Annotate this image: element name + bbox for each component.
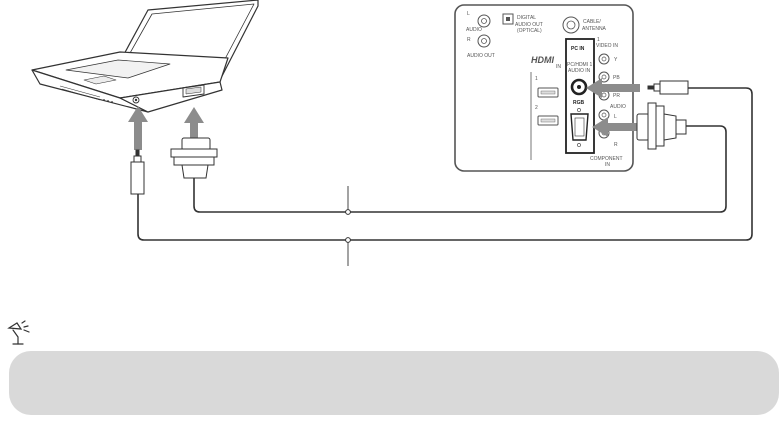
tv-terminal-panel: L AUDIO R AUDIO OUT DIGITAL AUDIO OUT (O…: [454, 4, 634, 172]
label-comp-audio: AUDIO: [610, 104, 626, 110]
mini-plug-icon: [130, 149, 145, 195]
label-audio-l: L: [467, 11, 470, 17]
label-video-in-1: 1: [597, 37, 600, 43]
label-hdmi-1: 1: [535, 76, 538, 82]
callout-dot: [345, 209, 351, 215]
label-hdmi: HDMI: [531, 55, 554, 65]
lamp-tip-icon: [7, 320, 30, 345]
label-comp-pb: PB: [613, 75, 620, 81]
label-audio: AUDIO: [466, 27, 482, 33]
label-audio-out: AUDIO OUT: [467, 53, 495, 59]
label-comp-y: Y: [614, 57, 618, 63]
label-audio-r: R: [467, 37, 471, 43]
callout-dot: [345, 237, 351, 243]
vga-connector-icon: [170, 137, 218, 179]
label-comp-pr: PR: [613, 93, 620, 99]
label-digital: DIGITAL: [517, 15, 536, 21]
mini-plug-icon: [647, 80, 689, 95]
cables: [137, 87, 753, 241]
label-rgb: RGB: [573, 100, 585, 106]
label-cable: CABLE/: [583, 19, 601, 25]
label-hdmi-2: 2: [535, 105, 538, 111]
label-component-in: IN: [605, 162, 610, 168]
label-comp-l: L: [614, 114, 617, 120]
label-comp-r: R: [614, 142, 618, 148]
up-arrow-icon: [184, 107, 204, 141]
label-pc-in: PC IN: [571, 46, 585, 52]
label-pc-hdmi-audio: PC/HDMI 1: [567, 62, 593, 68]
up-arrow-icon: [128, 106, 148, 150]
label-optical: (OPTICAL): [517, 28, 542, 34]
label-hdmi-in: IN: [556, 64, 561, 70]
label-component: COMPONENT: [590, 156, 623, 162]
left-arrow-icon: [592, 117, 648, 137]
left-arrow-icon: [586, 78, 640, 98]
label-pc-audio-in: AUDIO IN: [568, 68, 591, 74]
label-video-in: VIDEO IN: [596, 43, 618, 49]
tip-box: [9, 351, 779, 415]
label-antenna: ANTENNA: [582, 26, 607, 32]
label-digital-audio-out: AUDIO OUT: [515, 22, 543, 28]
laptop-icon: [31, 0, 259, 113]
vga-connector-icon: [636, 102, 687, 150]
